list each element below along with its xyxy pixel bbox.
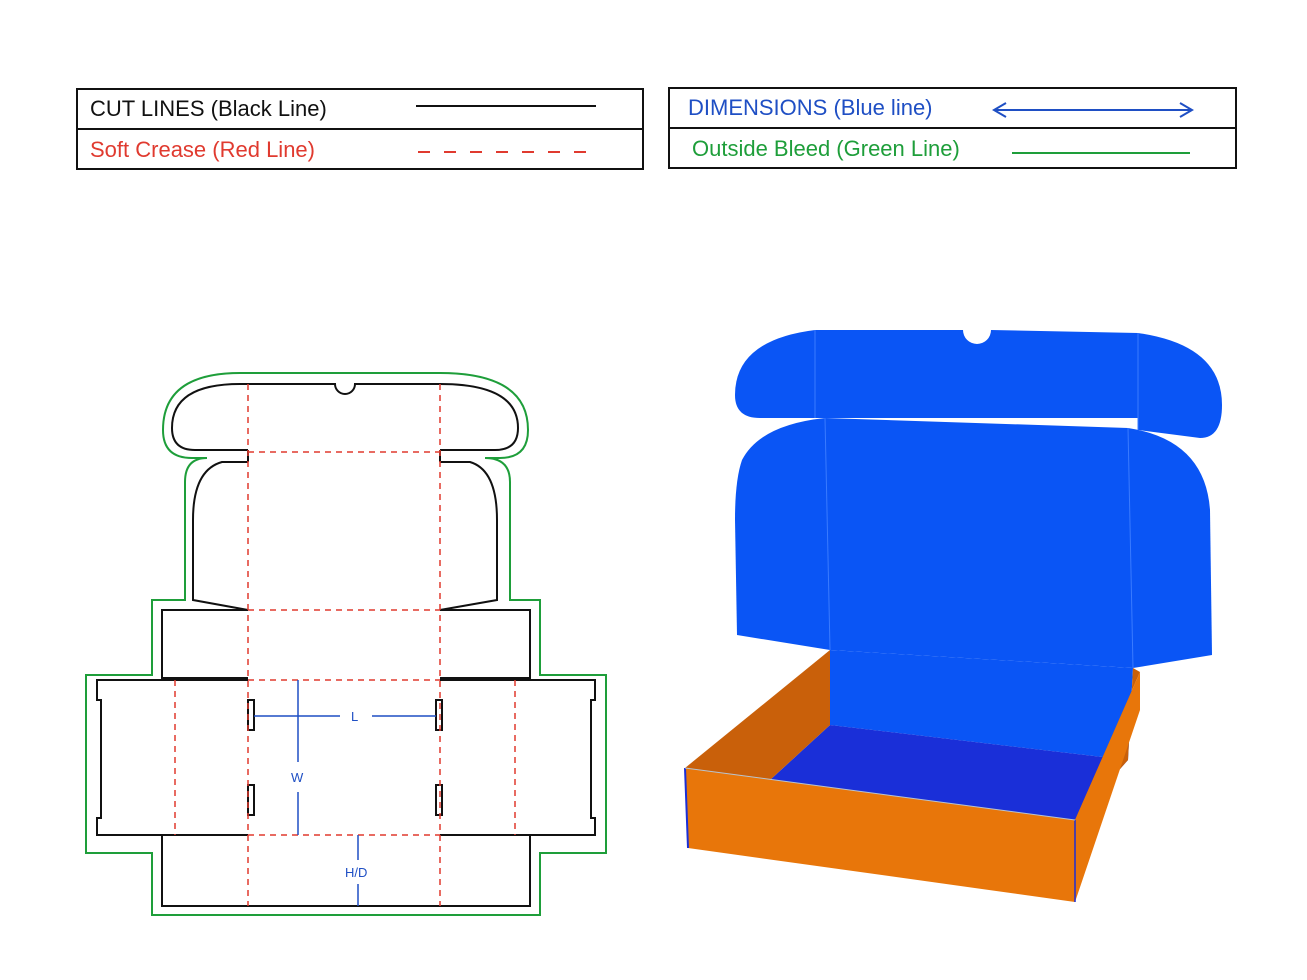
slot-left-bottom — [247, 784, 255, 816]
slot-right-bottom — [435, 784, 443, 816]
legend-outside-bleed: Outside Bleed (Green Line) — [670, 127, 1235, 167]
tuck-flap-right-ear — [1138, 333, 1222, 438]
box-back-inner-wall — [830, 650, 1133, 760]
legend-soft-crease: Soft Crease (Red Line) — [78, 128, 642, 168]
tuck-flap — [815, 330, 1138, 418]
lid-panel — [825, 418, 1133, 668]
dimension-height-label: H/D — [345, 865, 367, 880]
legend-box-left: CUT LINES (Black Line) Soft Crease (Red … — [76, 88, 644, 170]
dimension-arrow-sample — [992, 102, 1194, 118]
crease-line-sample — [418, 151, 590, 153]
dimension-length-label: L — [351, 709, 358, 724]
cut-lid-panel — [192, 461, 498, 611]
tuck-flap-left-ear — [735, 330, 815, 418]
box-left-inner-wall — [685, 650, 830, 780]
lid-right-flap — [1128, 428, 1212, 668]
crease-lines — [174, 384, 516, 906]
lid-left-flap — [735, 418, 830, 650]
cut-front-lid — [161, 609, 531, 679]
slot-right-top — [435, 699, 443, 731]
dimensions-label: DIMENSIONS (Blue line) — [688, 95, 933, 120]
legend-dimensions: DIMENSIONS (Blue line) — [670, 89, 1235, 127]
box-right-side — [1075, 672, 1140, 902]
cut-right-wall — [515, 679, 596, 836]
bleed-outline — [85, 372, 607, 916]
legend-box-right: DIMENSIONS (Blue line) Outside Bleed (Gr… — [668, 87, 1237, 169]
soft-crease-label: Soft Crease (Red Line) — [90, 137, 315, 162]
dimension-lines — [254, 680, 436, 906]
outside-bleed-label: Outside Bleed (Green Line) — [692, 136, 960, 161]
cut-left-wall — [96, 679, 175, 836]
bleed-line-sample — [1012, 152, 1190, 154]
cut-top-tuck — [170, 383, 520, 451]
dimension-width-label: W — [291, 770, 304, 785]
cut-line-sample — [416, 105, 596, 107]
legend-cut-lines: CUT LINES (Black Line) — [78, 90, 642, 128]
box-front-wall — [685, 768, 1075, 902]
box-floor — [770, 725, 1128, 820]
cut-lines-label: CUT LINES (Black Line) — [90, 96, 327, 121]
